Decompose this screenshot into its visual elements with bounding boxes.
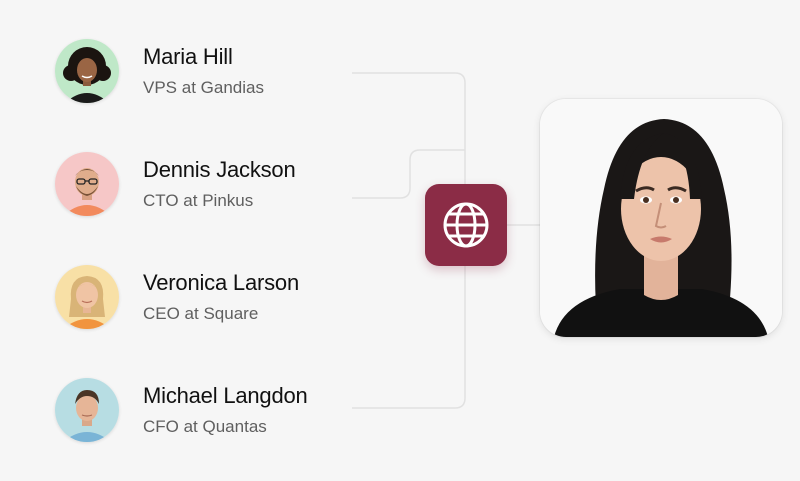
person-name: Dennis Jackson [143,156,296,182]
globe-hub-button[interactable] [425,184,507,266]
person-role: VPS at Gandias [143,77,264,97]
globe-icon [443,202,489,248]
person-role: CTO at Pinkus [143,190,254,210]
person-card-dennis-jackson[interactable]: Dennis Jackson CTO at Pinkus [55,151,355,217]
avatar [55,265,119,329]
avatar [55,378,119,442]
person-role: CFO at Quantas [143,416,267,436]
person-name: Veronica Larson [143,269,299,295]
person-card-michael-langdon[interactable]: Michael Langdon CFO at Quantas [55,377,355,443]
person-card-veronica-larson[interactable]: Veronica Larson CEO at Square [55,264,355,330]
avatar [55,39,119,103]
person-role: CEO at Square [143,303,259,323]
featured-portrait [540,99,782,337]
avatar [55,152,119,216]
person-name: Maria Hill [143,43,233,69]
person-card-maria-hill[interactable]: Maria Hill VPS at Gandias [55,38,355,104]
person-name: Michael Langdon [143,382,308,408]
